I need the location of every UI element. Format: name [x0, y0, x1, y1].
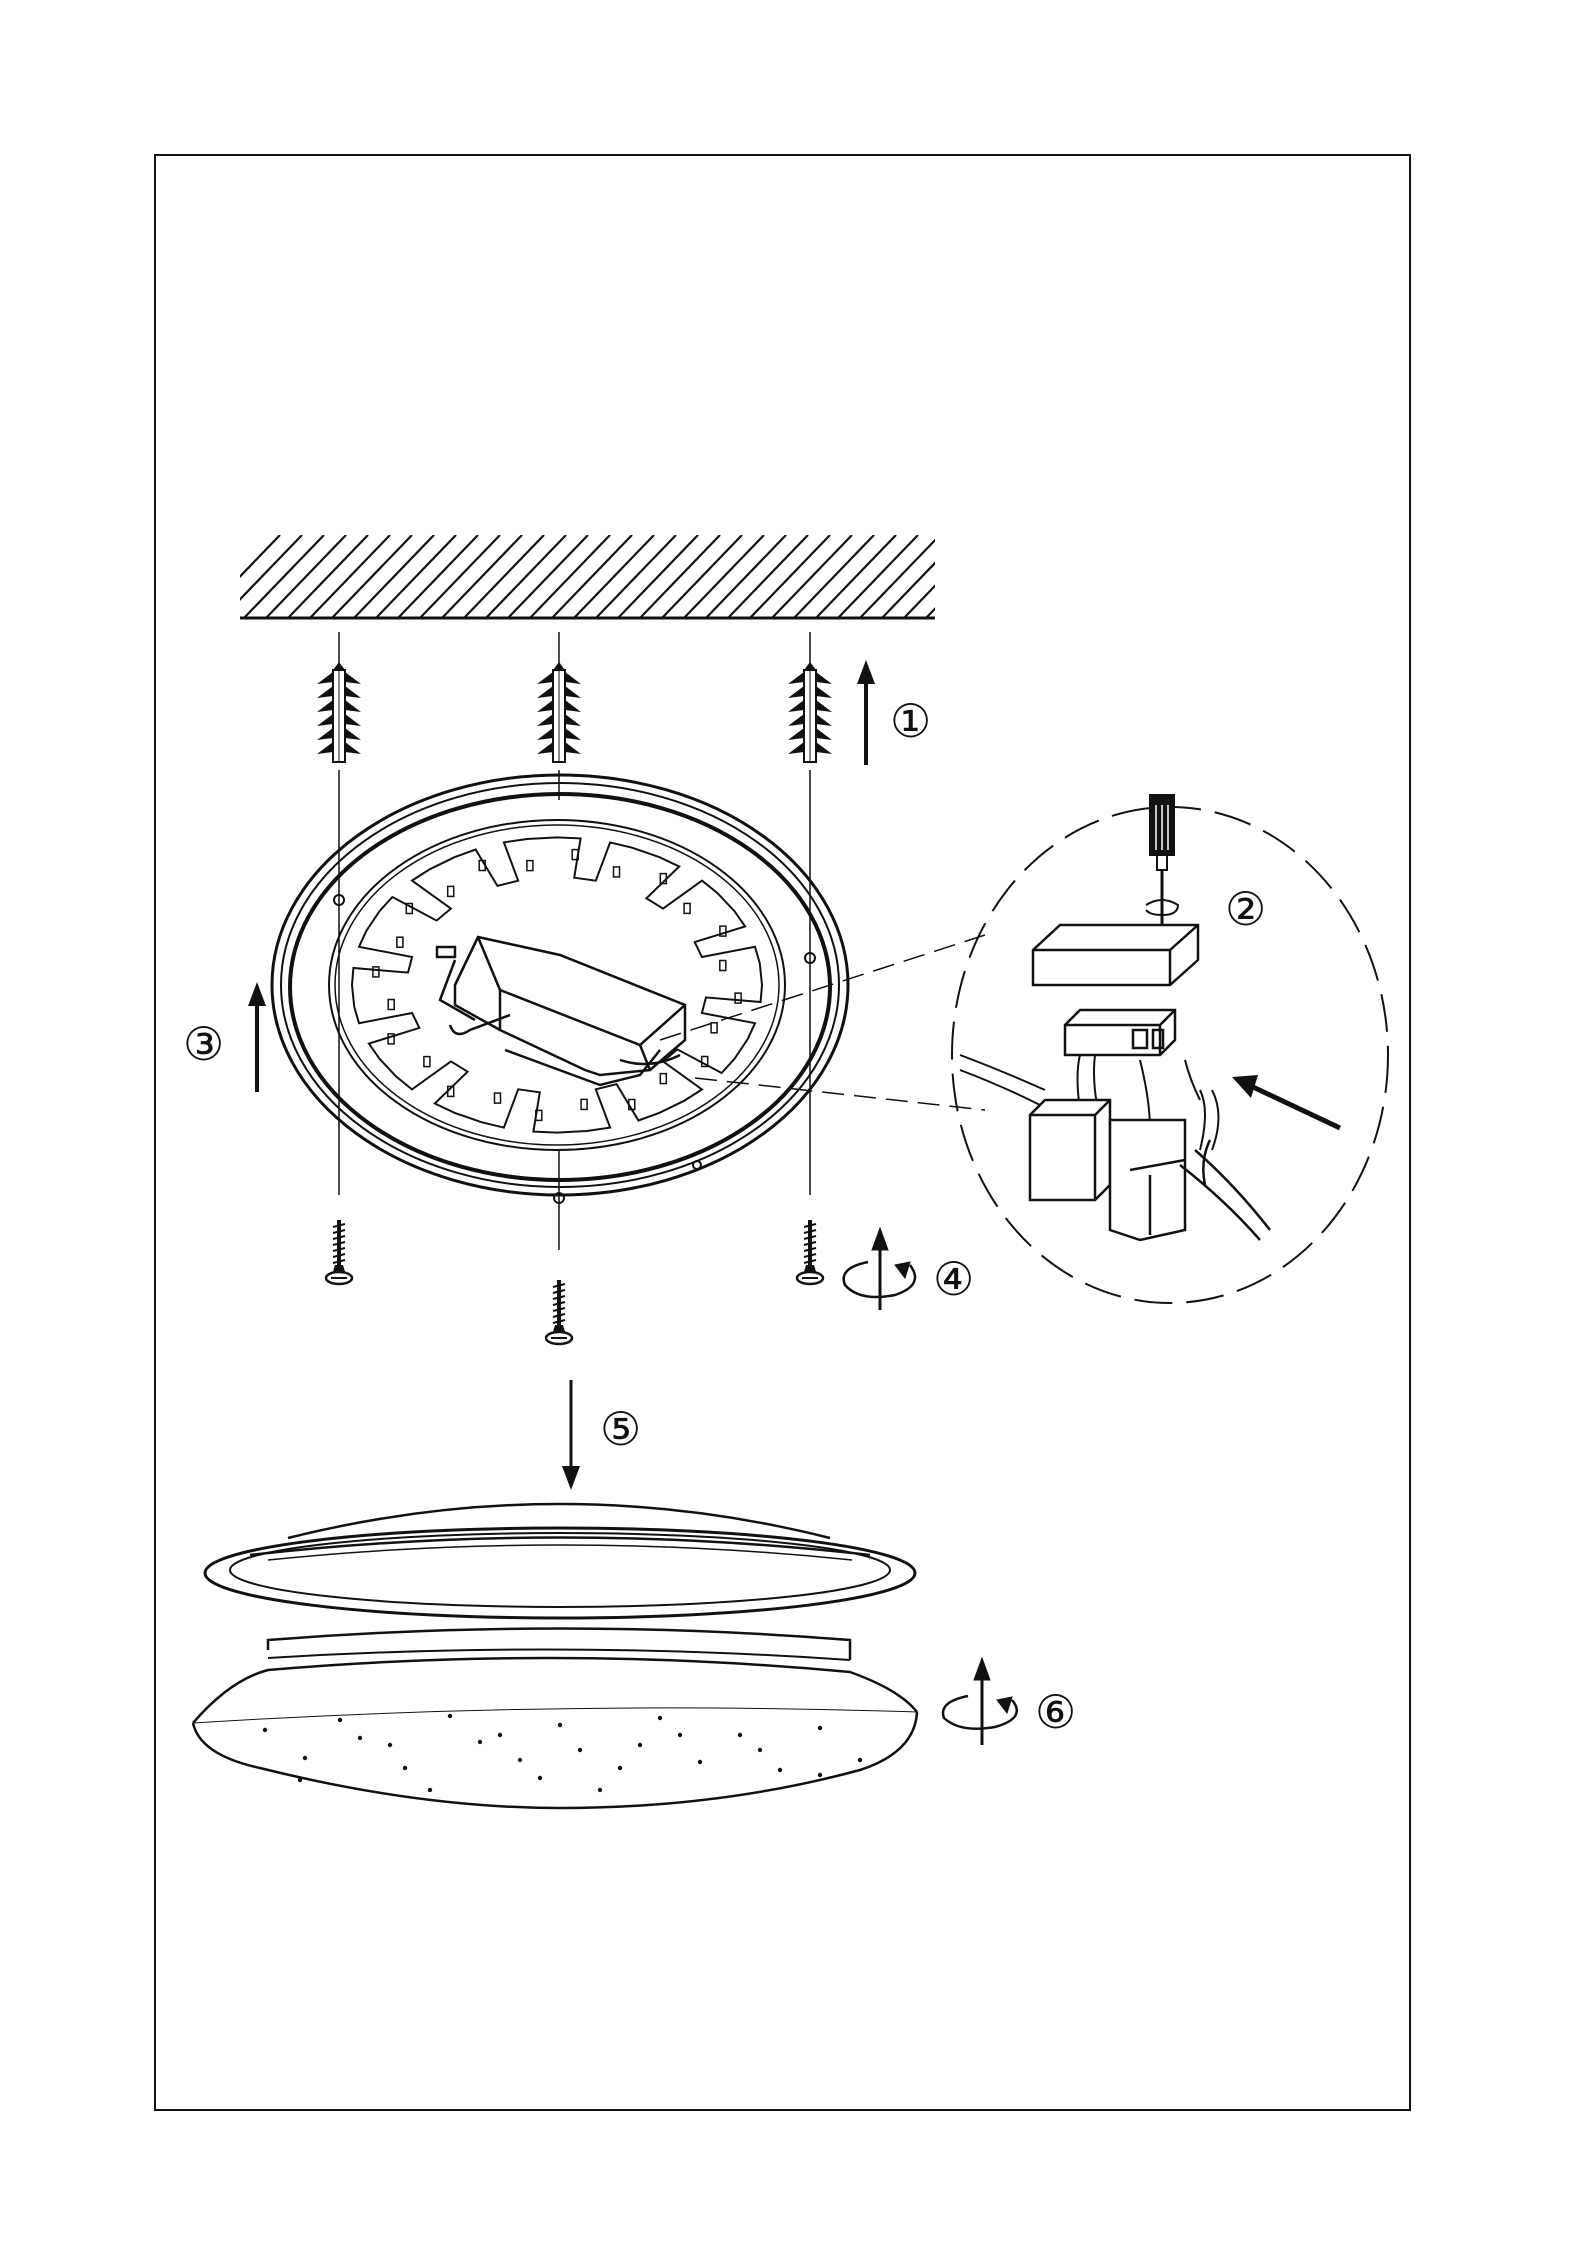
step-5-label: ⑤ [600, 1402, 641, 1456]
step-3-arrow [248, 982, 266, 1092]
wall-plug [788, 662, 832, 762]
screw [546, 1280, 572, 1344]
step-2-label: ② [1225, 882, 1266, 936]
step-1-arrow [857, 660, 875, 765]
screw [797, 1220, 823, 1284]
decorative-ring [205, 1504, 915, 1618]
step-6-label: ⑥ [1035, 1685, 1076, 1739]
driver-box [437, 937, 685, 1085]
terminal-block-icon [1033, 925, 1198, 1055]
screw-icon [326, 1220, 823, 1344]
step-3-label: ③ [183, 1017, 224, 1071]
detail-leaders [660, 935, 985, 1110]
step-1-label: ① [890, 694, 931, 748]
step-5-arrow [562, 1380, 580, 1490]
ceiling-hatch [200, 535, 1050, 618]
screw [326, 1220, 352, 1284]
wall-plug [317, 662, 361, 762]
diffuser [193, 1629, 917, 1809]
wall-plug [537, 662, 581, 762]
page-frame [155, 155, 1410, 2110]
wall-plug-icon [317, 662, 832, 762]
rotate-arrow-icon [943, 1658, 1017, 1745]
rotate-arrow-icon [844, 1228, 915, 1310]
wiring-detail [952, 795, 1388, 1303]
base-plate [272, 775, 848, 1203]
step-4-label: ④ [933, 1252, 974, 1306]
